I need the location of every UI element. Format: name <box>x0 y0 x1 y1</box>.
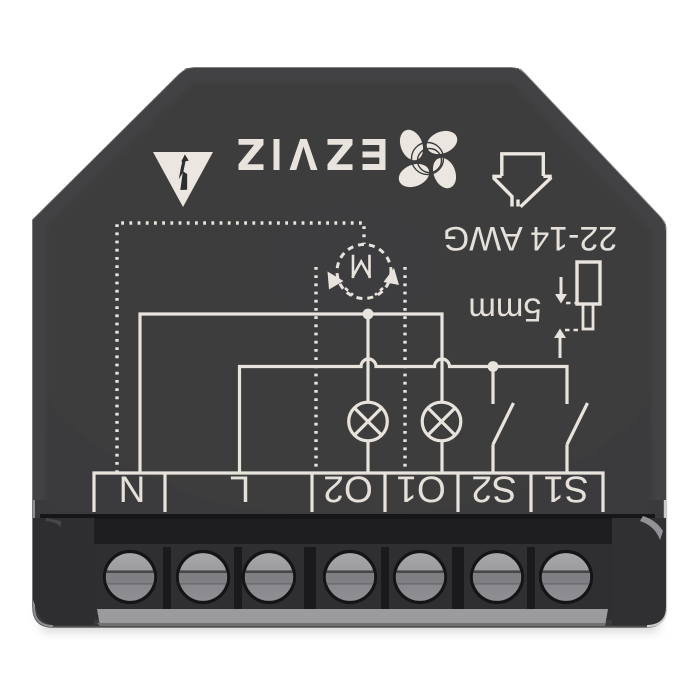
svg-text:S2: S2 <box>471 469 516 510</box>
svg-text:L: L <box>230 469 251 510</box>
svg-text:22-14 AWG: 22-14 AWG <box>443 219 617 257</box>
svg-text:S1: S1 <box>543 469 588 510</box>
svg-text:O2: O2 <box>323 469 372 510</box>
svg-text:5mm: 5mm <box>468 292 541 329</box>
svg-text:O1: O1 <box>396 469 445 510</box>
svg-text:N: N <box>119 469 146 510</box>
